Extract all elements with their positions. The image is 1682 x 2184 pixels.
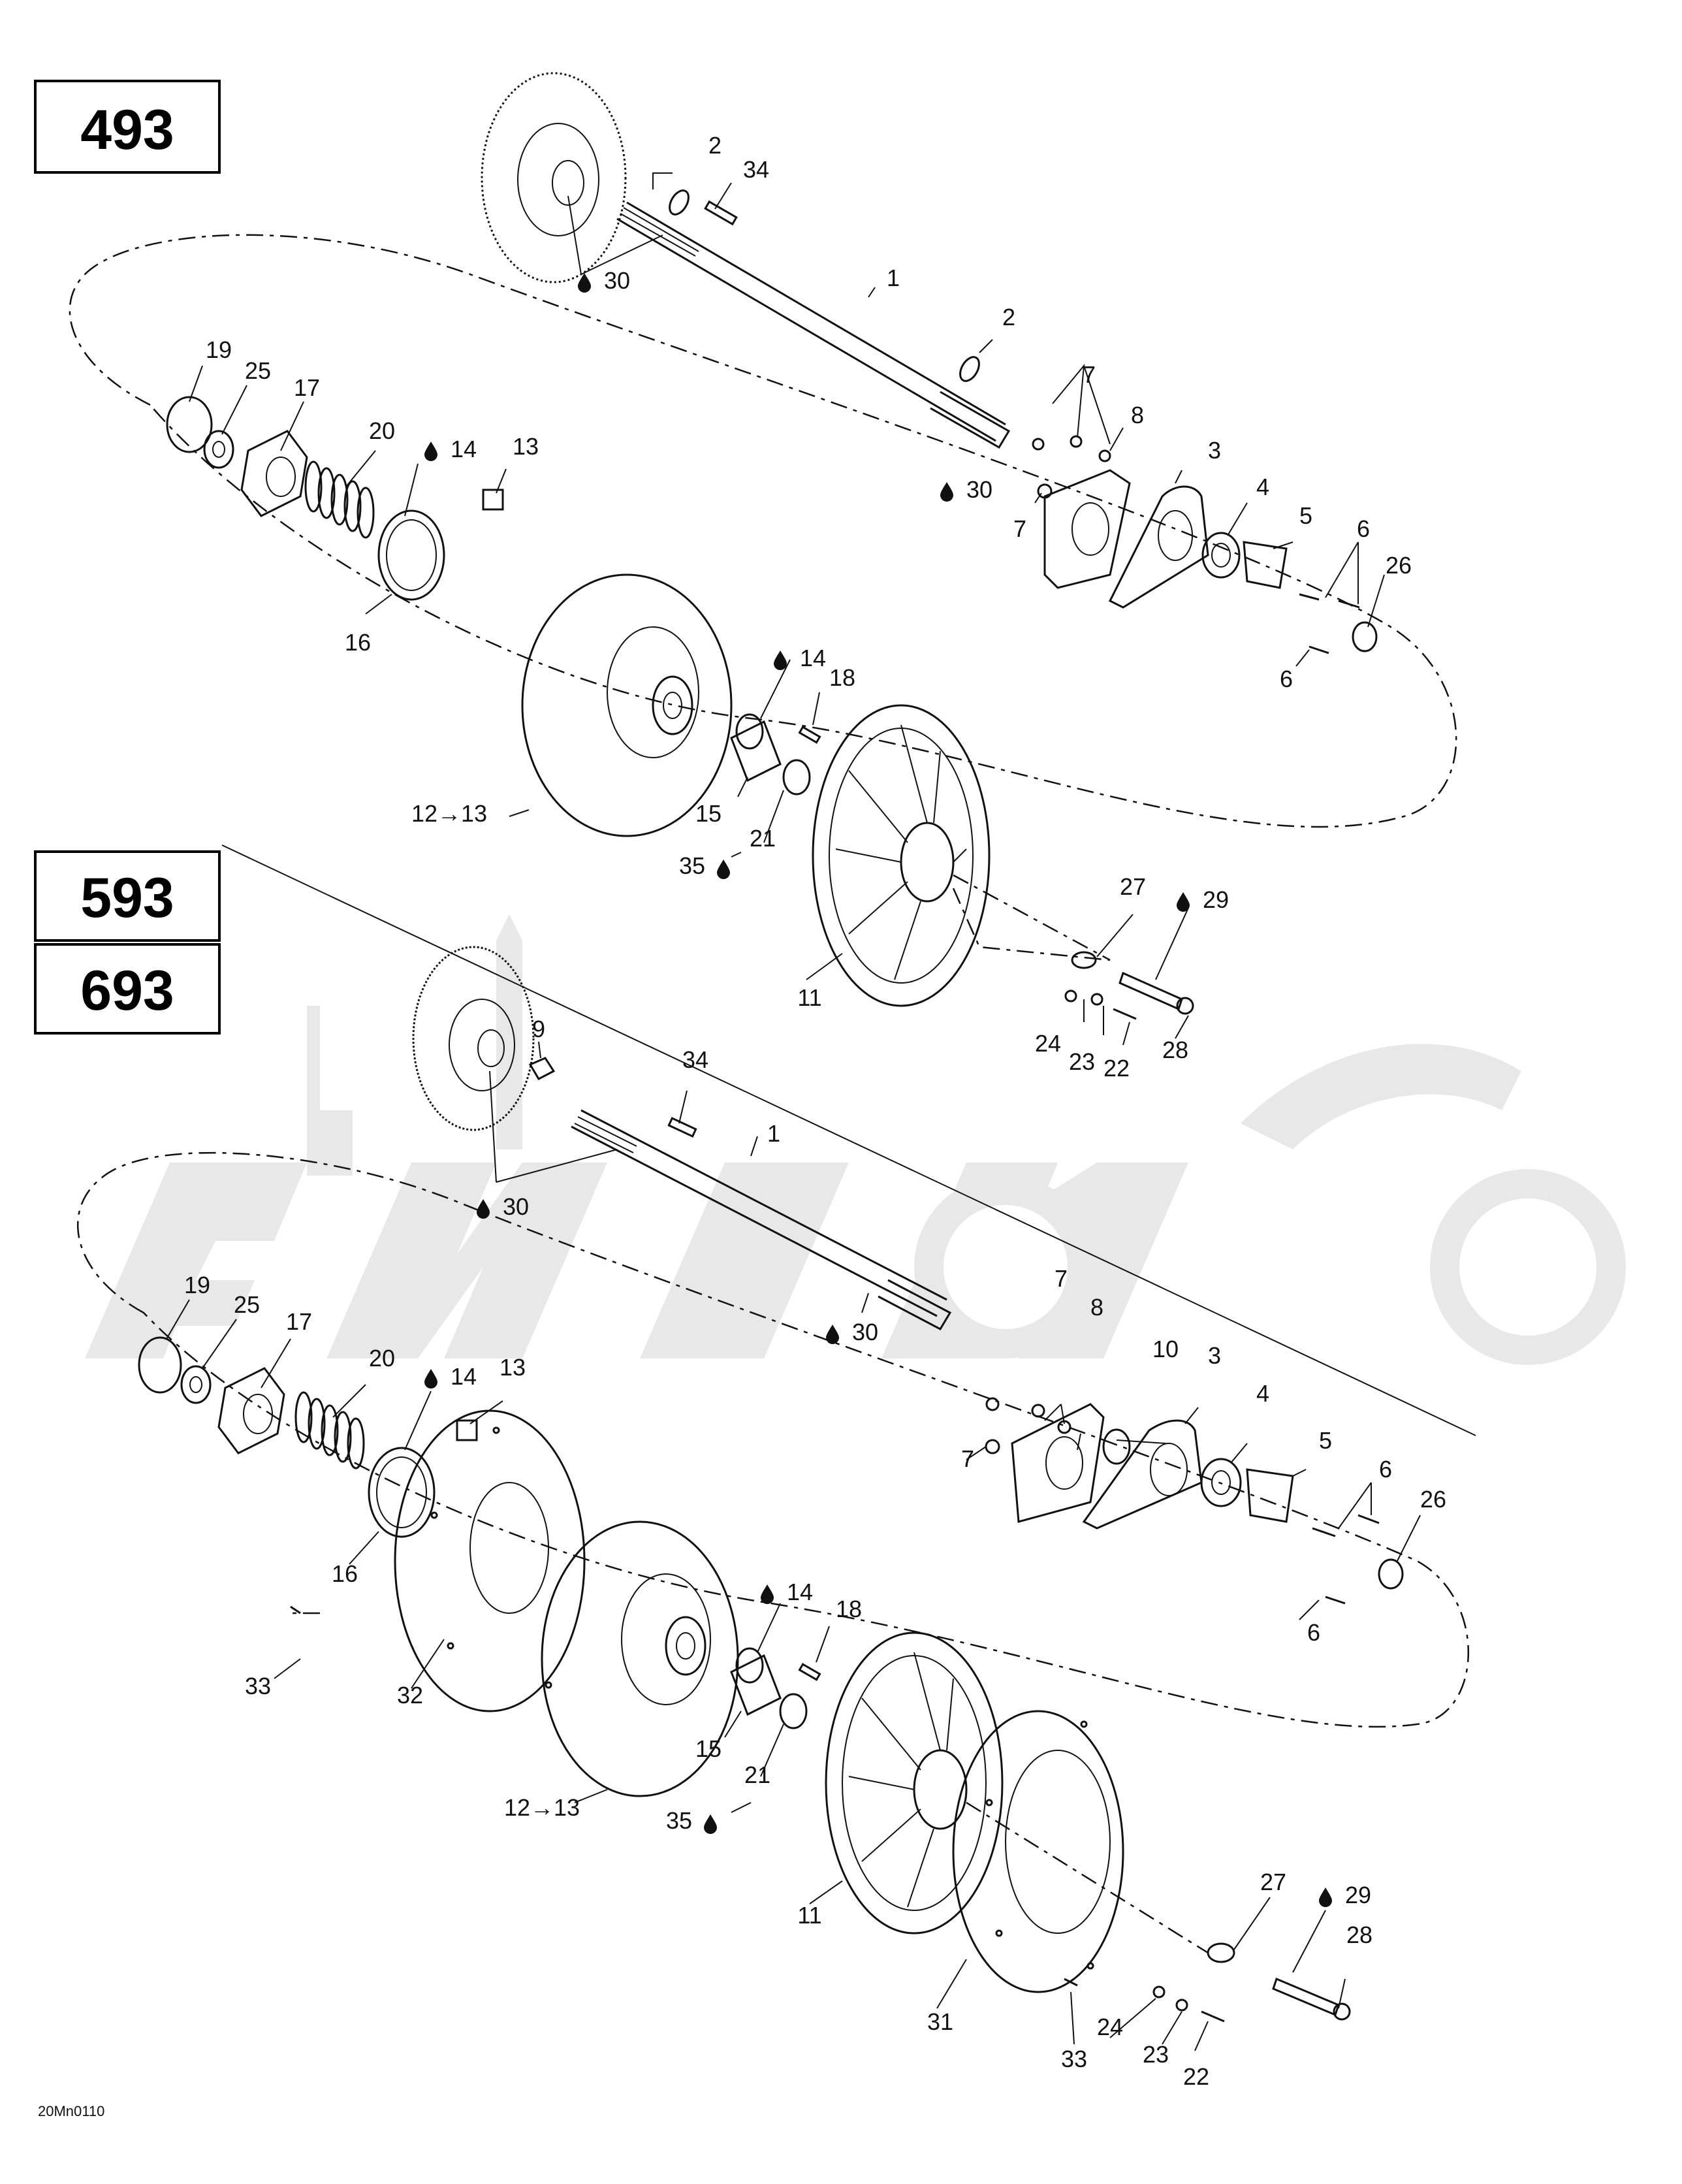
callout-2b: 2 (1002, 304, 1015, 330)
callout-12-13: 12→13 (504, 1794, 580, 1821)
model-label-593: 593 (80, 867, 174, 929)
callout-8: 8 (1090, 1294, 1103, 1321)
top-assembly: 2 34 30 1 2 7 8 30 3 7 4 5 6 26 6 19 25 … (69, 72, 1457, 1082)
callout-31: 31 (927, 2008, 953, 2035)
callout-19: 19 (206, 336, 232, 363)
callout-14: 14 (451, 1363, 477, 1390)
callout-15: 15 (695, 1735, 722, 1762)
callout-20: 20 (369, 417, 395, 444)
callout-22: 22 (1103, 1055, 1130, 1082)
model-box-493: 493 (34, 80, 221, 174)
callout-23: 23 (1069, 1048, 1095, 1075)
callout-7b: 7 (961, 1445, 974, 1472)
callout-7b: 7 (1013, 515, 1026, 542)
callout-14b: 14 (787, 1579, 813, 1605)
callout-34: 34 (682, 1046, 708, 1073)
callout-26: 26 (1420, 1486, 1446, 1513)
callout-30b: 30 (966, 476, 992, 503)
callout-30: 30 (503, 1193, 529, 1220)
callout-34: 34 (743, 156, 769, 183)
callout-22: 22 (1183, 2063, 1209, 2090)
callout-15: 15 (695, 800, 722, 827)
model-label-493: 493 (80, 99, 174, 161)
callout-4: 4 (1256, 1380, 1269, 1407)
callout-5: 5 (1299, 502, 1312, 529)
callout-14b: 14 (800, 645, 826, 671)
callout-7: 7 (1055, 1265, 1068, 1292)
callout-3: 3 (1208, 1342, 1221, 1369)
callout-13: 13 (500, 1354, 526, 1381)
callout-18: 18 (836, 1596, 862, 1622)
callout-20: 20 (369, 1345, 395, 1372)
callout-18: 18 (829, 664, 855, 691)
callout-5: 5 (1319, 1427, 1332, 1454)
callout-28: 28 (1346, 1921, 1373, 1948)
callout-25: 25 (234, 1291, 260, 1318)
model-label-693: 693 (80, 959, 174, 1022)
callout-32: 32 (397, 1682, 423, 1709)
spring-20b (294, 1391, 365, 1469)
callout-21: 21 (750, 825, 776, 852)
callout-7: 7 (1083, 361, 1096, 388)
callout-29: 29 (1345, 1882, 1371, 1908)
callout-11: 11 (797, 1902, 821, 1929)
callout-29: 29 (1203, 886, 1229, 913)
model-box-693: 693 (34, 943, 221, 1035)
callout-1: 1 (767, 1120, 780, 1147)
callout-35: 35 (666, 1807, 692, 1834)
figure-reference: 20Mn0110 (38, 2103, 104, 2119)
callout-14: 14 (451, 436, 477, 462)
callout-10: 10 (1152, 1336, 1179, 1362)
top-callouts: 2 34 30 1 2 7 8 30 3 7 4 5 6 26 6 19 25 … (206, 132, 1412, 1082)
callout-26: 26 (1386, 552, 1412, 579)
callout-24: 24 (1097, 2014, 1123, 2040)
model-box-593: 593 (34, 850, 221, 942)
callout-25: 25 (245, 357, 271, 384)
callout-33: 33 (245, 1673, 271, 1699)
callout-6: 6 (1379, 1456, 1392, 1483)
spring-20 (304, 460, 375, 539)
callout-33b: 33 (1061, 2046, 1087, 2072)
callout-4: 4 (1256, 474, 1269, 500)
callout-24: 24 (1035, 1030, 1061, 1057)
callout-6b: 6 (1280, 666, 1293, 692)
callout-6b: 6 (1307, 1619, 1320, 1646)
callout-12-13: 12→13 (411, 800, 487, 827)
callout-19: 19 (184, 1272, 210, 1298)
callout-6: 6 (1357, 515, 1370, 542)
callout-17: 17 (294, 374, 320, 401)
callout-16: 16 (345, 629, 371, 656)
bottom-callouts: 9 34 1 30 30 7 8 10 3 7 4 5 6 26 6 19 25… (184, 1016, 1446, 2090)
top-leader-lines (189, 172, 1385, 1046)
callout-8: 8 (1131, 402, 1144, 428)
callout-21: 21 (744, 1761, 770, 1788)
callout-16: 16 (332, 1560, 358, 1587)
callout-30: 30 (604, 267, 630, 294)
callout-3: 3 (1208, 437, 1221, 464)
callout-28: 28 (1162, 1036, 1188, 1063)
watermark-logo (85, 914, 1626, 1365)
callout-11: 11 (797, 984, 821, 1011)
callout-27: 27 (1120, 873, 1146, 900)
bottom-assembly: 9 34 1 30 30 7 8 10 3 7 4 5 6 26 6 19 25… (76, 946, 1469, 2090)
section-divider (221, 844, 1476, 1436)
callout-1: 1 (887, 265, 900, 291)
callout-13: 13 (513, 433, 539, 460)
callout-27: 27 (1260, 1869, 1286, 1895)
callout-30b: 30 (852, 1319, 878, 1345)
bottom-leader-lines (166, 1041, 1421, 2051)
callout-35: 35 (679, 852, 705, 879)
callout-9: 9 (532, 1016, 545, 1042)
callout-23: 23 (1143, 2041, 1169, 2068)
callout-2: 2 (708, 132, 722, 159)
callout-17: 17 (286, 1308, 312, 1335)
